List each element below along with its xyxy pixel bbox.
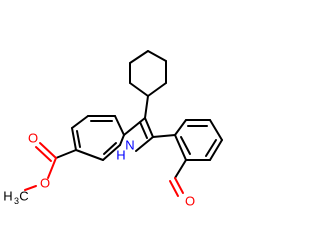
bond xyxy=(102,144,121,161)
bond xyxy=(174,119,187,136)
bond xyxy=(144,95,149,119)
bond xyxy=(147,82,167,97)
bond xyxy=(147,50,167,62)
benzo-ring xyxy=(71,115,125,161)
aldehyde-bond xyxy=(174,177,184,194)
bond xyxy=(129,50,149,64)
ester-bond xyxy=(47,157,57,179)
bond xyxy=(209,119,223,141)
bond xyxy=(152,134,176,138)
aldehyde-bond xyxy=(169,180,179,197)
methyl-h-label: H xyxy=(3,188,12,203)
methyl-ester-group xyxy=(24,142,77,191)
bond xyxy=(139,121,148,139)
nitrogen-label: N xyxy=(125,137,134,152)
aldehyde-oxygen-label: O xyxy=(185,193,195,208)
phenyl-ring xyxy=(174,119,223,161)
bond xyxy=(114,115,125,136)
ester-oxygen-label: O xyxy=(40,175,50,190)
bond xyxy=(174,134,187,161)
bond xyxy=(135,136,154,152)
bond xyxy=(55,149,77,159)
bond xyxy=(71,127,77,151)
methyl-subscript-label: 3 xyxy=(14,196,19,206)
methoxy-bond xyxy=(24,185,37,191)
aldehyde-group xyxy=(169,159,187,197)
bond xyxy=(123,117,146,136)
pyrrole-ring xyxy=(119,117,154,152)
bond xyxy=(144,117,154,138)
bond xyxy=(209,139,223,161)
cyclohexyl-ring xyxy=(129,50,167,97)
carbonyl-bond xyxy=(35,146,52,162)
bond xyxy=(76,130,81,148)
carbonyl-oxygen-label: O xyxy=(28,130,38,145)
methyl-c-label: C xyxy=(19,188,28,203)
bond xyxy=(180,136,191,155)
methyl-label: H 3 C xyxy=(3,188,28,206)
bond xyxy=(174,159,187,179)
bond xyxy=(71,115,89,129)
bond xyxy=(103,142,117,155)
molecule-diagram: O O H 3 C N H O xyxy=(3,50,223,208)
nitrogen-hydrogen-label: H xyxy=(116,147,125,162)
bond xyxy=(129,82,149,97)
bond xyxy=(119,134,125,146)
carbonyl-bond xyxy=(39,142,57,159)
structure-canvas: O O H 3 C N H O xyxy=(3,50,223,209)
bond xyxy=(205,139,217,157)
bond xyxy=(75,149,104,161)
